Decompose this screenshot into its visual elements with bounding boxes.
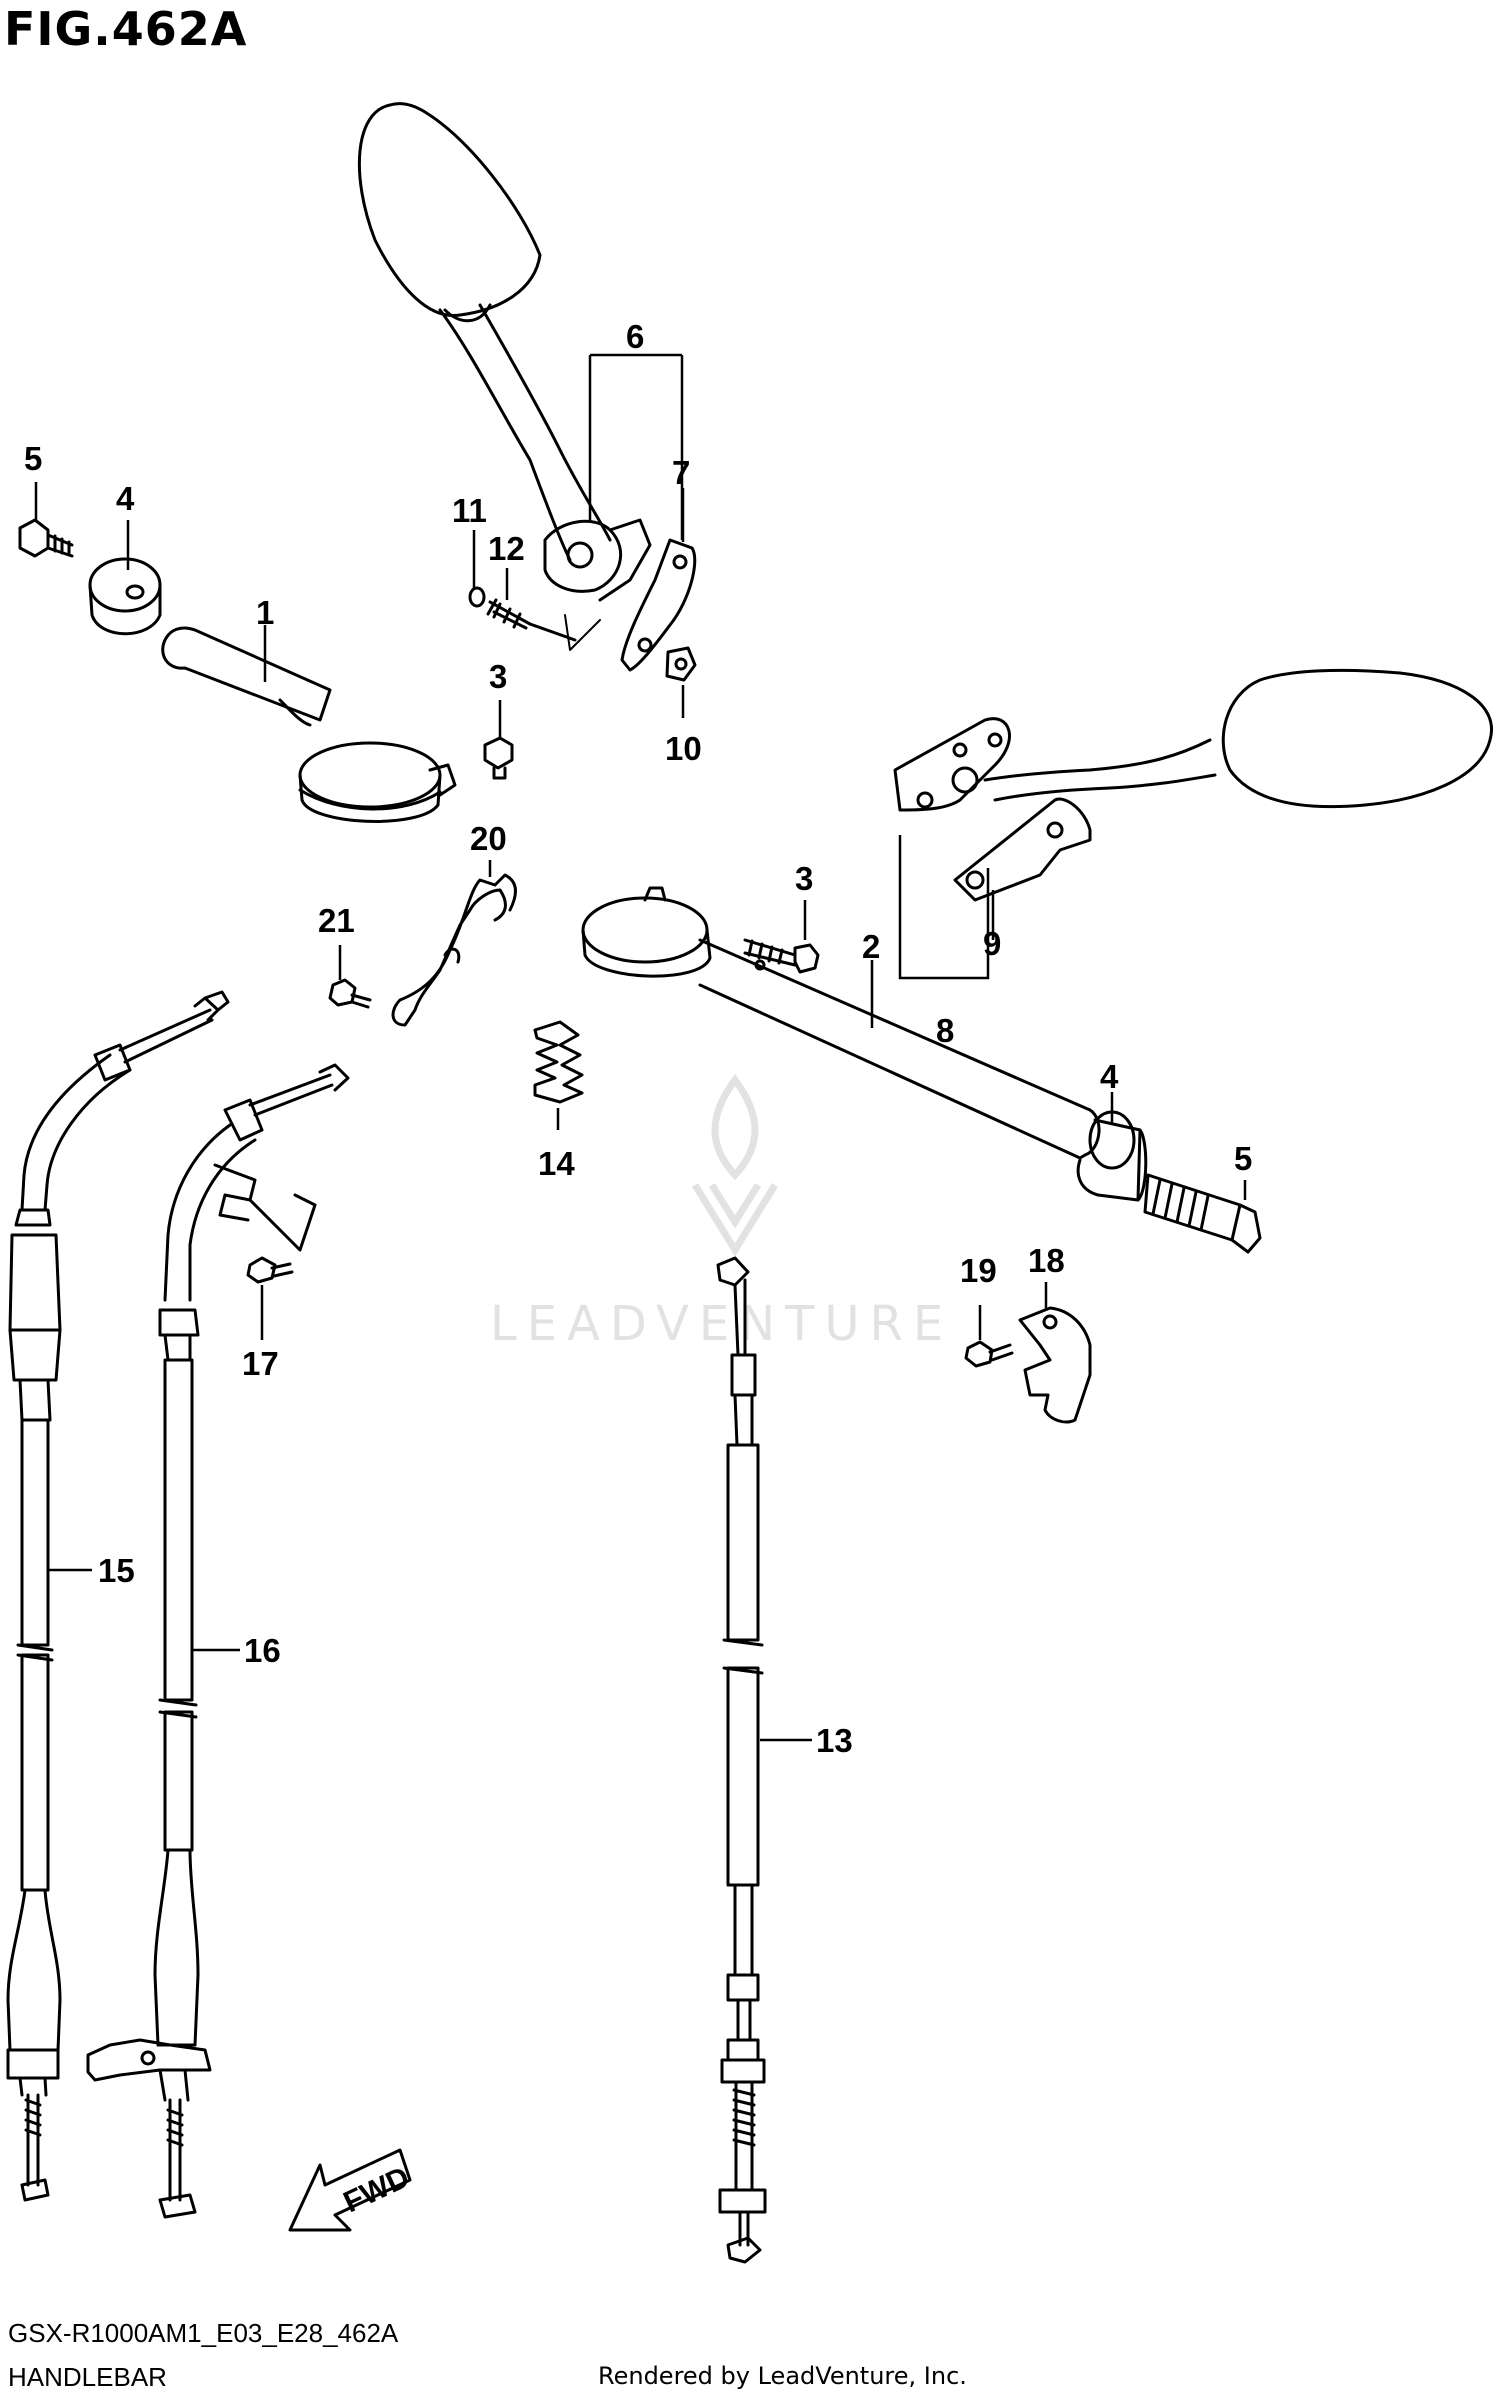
- callout-9: 9: [983, 925, 1001, 962]
- left-mirror-bracket[interactable]: [620, 538, 697, 672]
- callout-4-right: 4: [1100, 1058, 1119, 1095]
- callout-12: 12: [488, 530, 525, 567]
- left-handlebar[interactable]: [161, 626, 457, 823]
- screw-part-21[interactable]: [328, 978, 372, 1009]
- callout-18: 18: [1028, 1242, 1065, 1279]
- throttle-cable-part-15[interactable]: [6, 990, 230, 2202]
- watermark-flame-icon: [711, 1074, 759, 1181]
- callout-5-right: 5: [1234, 1140, 1252, 1177]
- section-name: HANDLEBAR: [8, 2362, 167, 2392]
- fwd-arrow-icon: [288, 2148, 412, 2232]
- left-bar-end-weight[interactable]: [88, 557, 162, 636]
- washer-part-11[interactable]: [468, 586, 486, 608]
- callout-labels: 1 2 3 3 4 4 5 5 6 7 8 9 10 11 12 13 14 1…: [24, 318, 1252, 1759]
- callout-3-left: 3: [489, 658, 507, 695]
- callout-8: 8: [936, 1012, 954, 1049]
- left-bar-end-bolt[interactable]: [18, 518, 74, 558]
- callout-4-left: 4: [116, 480, 135, 517]
- clamp-bolt-left[interactable]: [483, 736, 514, 780]
- callout-19: 19: [960, 1252, 997, 1289]
- callout-3-right: 3: [795, 860, 813, 897]
- watermark-v-icon: [692, 1183, 778, 1257]
- callout-20: 20: [470, 820, 507, 857]
- clutch-cable-part-13[interactable]: [716, 1256, 767, 2264]
- callout-2: 2: [862, 928, 880, 965]
- clamp-bolt-right[interactable]: [743, 938, 820, 974]
- callout-17: 17: [242, 1345, 279, 1382]
- callout-6: 6: [626, 318, 644, 355]
- screw-part-17[interactable]: [246, 1256, 294, 1284]
- model-code: GSX-R1000AM1_E03_E28_462A: [8, 2318, 399, 2348]
- right-mirror-bracket[interactable]: [953, 797, 1092, 902]
- callout-21: 21: [318, 902, 355, 939]
- watermark-text: LEADVENTURE: [490, 1296, 953, 1352]
- callout-1: 1: [256, 594, 274, 631]
- bracket-part-18[interactable]: [1018, 1306, 1092, 1424]
- right-mirror[interactable]: [893, 668, 1493, 812]
- leader-lines: [34, 353, 1247, 1742]
- callout-13: 13: [816, 1722, 853, 1759]
- callout-14: 14: [538, 1145, 575, 1182]
- bolt-part-12[interactable]: [486, 598, 577, 642]
- callout-15: 15: [98, 1552, 135, 1589]
- callout-11: 11: [452, 492, 487, 529]
- right-handlebar[interactable]: [581, 886, 1101, 1160]
- wire-clip-part-20[interactable]: [391, 873, 517, 1027]
- figure-title: FIG.462A: [4, 2, 248, 56]
- render-credit: Rendered by LeadVenture, Inc.: [598, 2362, 967, 2390]
- left-mirror[interactable]: [357, 102, 652, 602]
- watermark: [692, 1074, 778, 1257]
- right-bar-end-weight[interactable]: [1076, 1110, 1148, 1202]
- throttle-cable-part-16[interactable]: [86, 1063, 350, 2219]
- callout-16: 16: [244, 1632, 281, 1669]
- fwd-arrow-label: FWD: [339, 2161, 415, 2220]
- nut-part-10[interactable]: [665, 646, 697, 682]
- callout-7: 7: [672, 454, 690, 491]
- cable-clamp-part-14[interactable]: [533, 1020, 584, 1104]
- right-bar-end-bolt[interactable]: [1143, 1173, 1262, 1254]
- callout-10: 10: [665, 730, 702, 767]
- callout-5-left: 5: [24, 440, 42, 477]
- screw-part-19[interactable]: [964, 1340, 1014, 1368]
